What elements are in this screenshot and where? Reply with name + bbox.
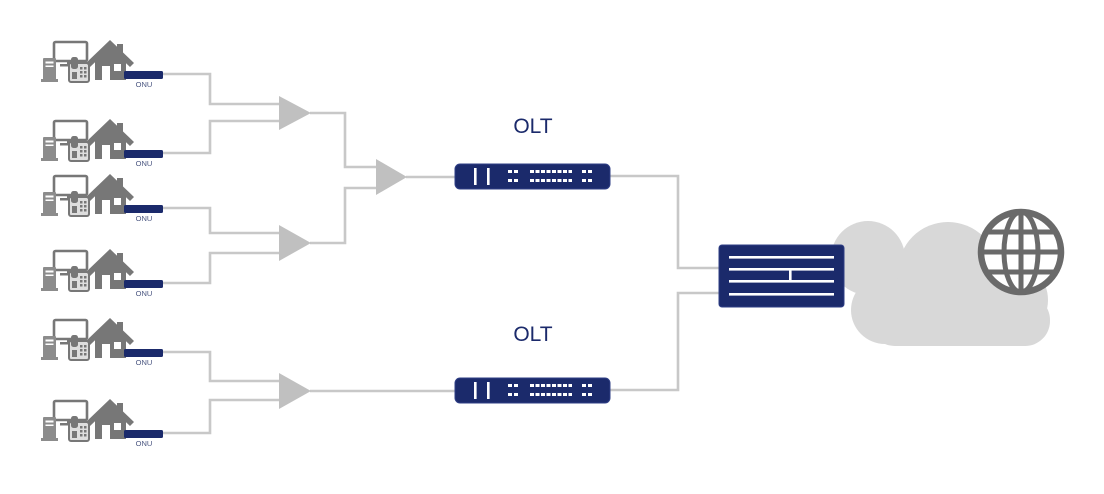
globe-icon [977,208,1065,296]
splitter-icon [279,373,311,409]
splitter-icon [279,96,311,130]
onu-label: ONU [136,289,153,298]
onu-site: ONU [39,318,163,367]
onu-site: ONU [39,174,163,223]
fiber-link [163,350,280,383]
olt-label: OLT [513,323,552,346]
onu-site: ONU [39,249,163,298]
onu-device-icon [124,430,163,438]
onu-label: ONU [136,159,153,168]
olt-device-icon [453,162,612,191]
fiber-link [163,72,280,106]
fiber-link [163,119,280,155]
olt-label: OLT [513,115,552,138]
fiber-link [310,186,377,245]
fiber-link [163,206,280,235]
onu-label: ONU [136,80,153,89]
fiber-link [310,111,377,169]
onu-site: ONU [39,40,163,89]
splitter-icon [279,225,311,261]
fiber-link [163,251,280,285]
onu-site: ONU [39,399,163,448]
onu-label: ONU [136,439,153,448]
fiber-link [163,398,280,435]
onu-label: ONU [136,358,153,367]
onu-device-icon [124,150,163,158]
splitter-icon [376,159,407,195]
fiber-link [610,291,719,392]
onu-device-icon [124,205,163,213]
onu-device-icon [124,280,163,288]
core-switch-icon [718,244,845,308]
olt-device-icon [453,376,612,405]
onu-label: ONU [136,214,153,223]
onu-device-icon [124,71,163,79]
fiber-link [610,174,719,270]
fiber-links [163,72,719,435]
onu-site: ONU [39,119,163,168]
onu-device-icon [124,349,163,357]
